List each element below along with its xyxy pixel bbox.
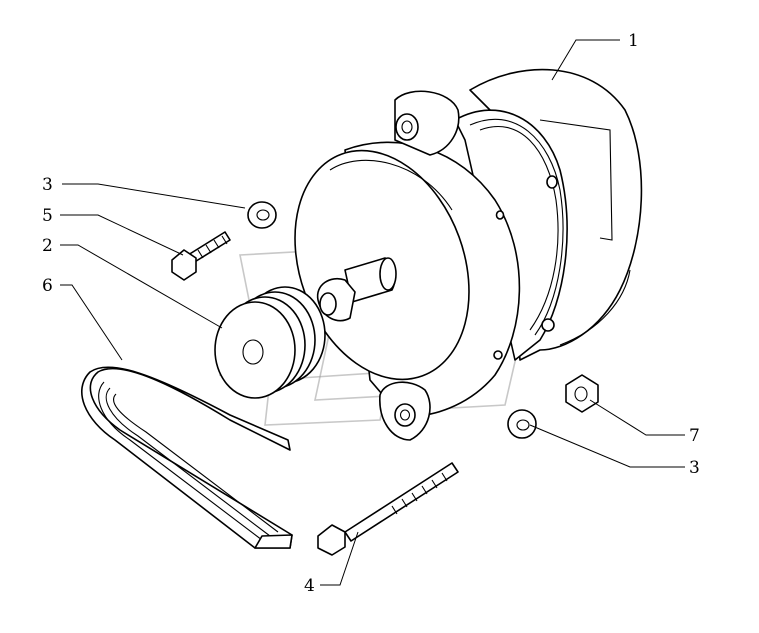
callout-labels: 1 3 5 2 6 7 3 4 <box>42 31 700 596</box>
drive-belt <box>80 366 293 549</box>
washer-lower <box>507 409 537 439</box>
washer-upper <box>247 201 277 229</box>
short-bolt <box>171 231 231 281</box>
nut <box>565 374 599 413</box>
leader-lines <box>60 39 685 586</box>
alternator-body <box>294 68 643 441</box>
callout-short-bolt: 5 <box>42 206 53 226</box>
callout-alternator: 1 <box>628 31 639 51</box>
callout-belt: 6 <box>42 276 53 296</box>
callout-long-bolt: 4 <box>304 576 315 596</box>
callout-washer-upper: 3 <box>42 175 53 195</box>
callout-pulley: 2 <box>42 236 53 256</box>
callout-washer-lower: 3 <box>689 458 700 478</box>
pulley <box>214 286 326 399</box>
long-bolt <box>317 462 459 556</box>
callout-nut: 7 <box>689 426 700 446</box>
